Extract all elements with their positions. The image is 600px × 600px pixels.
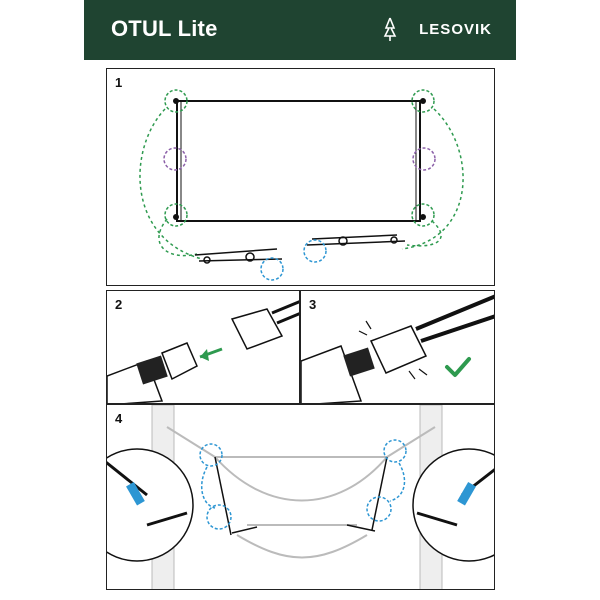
purple-side-markers: [163, 147, 436, 171]
header-bar: OTUL Lite LESOVIK: [84, 0, 516, 60]
strap-right: [306, 234, 406, 246]
tarp-outline: [176, 100, 421, 222]
step-number: 3: [309, 297, 317, 312]
tarp-lines: [214, 456, 388, 536]
tarp-attachment-illustration: [139, 89, 464, 281]
buckle-connect-illustration: [107, 300, 299, 403]
step-number: 2: [115, 297, 123, 312]
step-1-panel: 1: [106, 68, 495, 286]
hammock-setup-illustration: [107, 405, 494, 589]
product-title: OTUL Lite: [111, 16, 218, 41]
checkmark-icon: [445, 357, 471, 377]
brand-name: LESOVIK: [419, 21, 492, 38]
strap-left: [194, 248, 283, 264]
zoom-left: [107, 448, 194, 562]
step-4-panel: 4: [106, 404, 495, 590]
step-number: 1: [115, 75, 123, 90]
buckle-female: [161, 342, 198, 381]
step-3-panel: 3: [300, 290, 495, 404]
step-2-panel: 2: [106, 290, 300, 404]
green-corner-markers: [164, 89, 435, 227]
tree-logo-icon: [383, 17, 397, 41]
zoom-right: [412, 448, 494, 562]
step-number: 4: [115, 411, 123, 426]
buckle-locked-illustration: [301, 294, 494, 403]
